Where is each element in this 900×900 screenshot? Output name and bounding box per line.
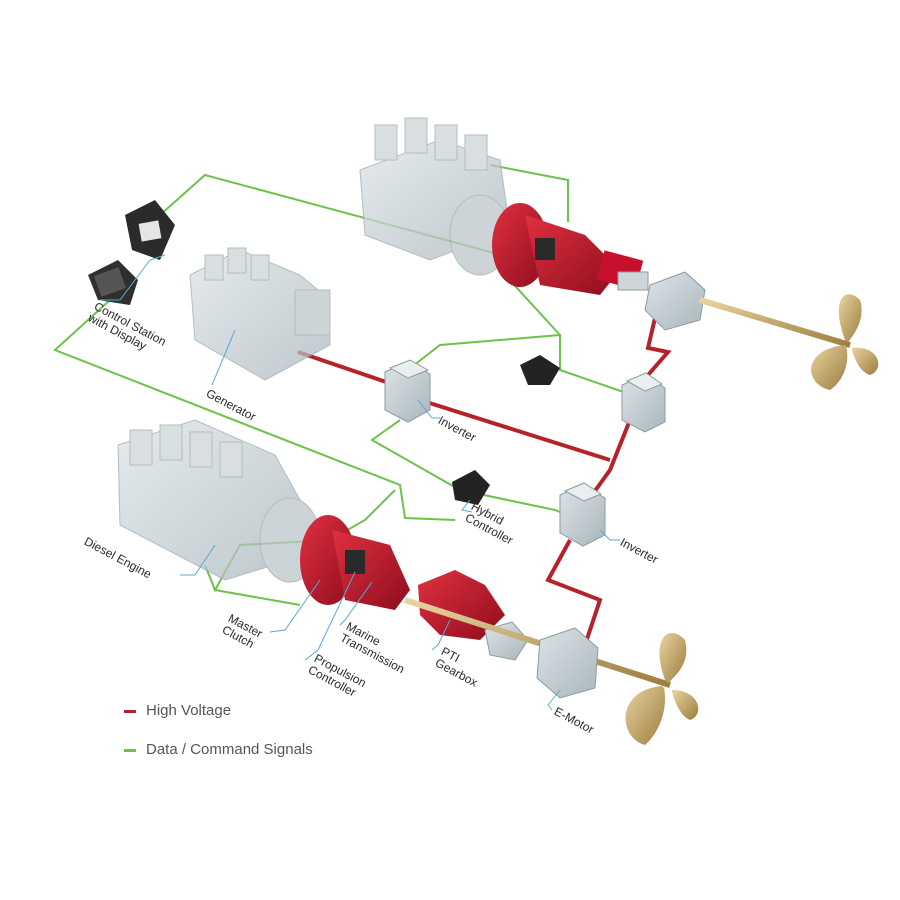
inverter-right	[622, 373, 665, 432]
inverter-bottom	[560, 483, 605, 546]
top-propeller-shaft	[700, 300, 850, 345]
signal-line-top-inverter	[395, 335, 632, 395]
legend-high-voltage-text: High Voltage	[146, 702, 231, 719]
bottom-diesel-engine	[118, 420, 320, 582]
hv-generator-inverter	[298, 352, 395, 385]
control-station	[88, 200, 175, 305]
inverter-top	[385, 360, 430, 422]
legend-data-signals-text: Data / Command Signals	[146, 741, 313, 758]
hybrid-controller	[452, 470, 490, 505]
top-diesel-engine	[360, 118, 510, 275]
controller-top	[520, 355, 560, 385]
generator	[190, 248, 330, 380]
legend-data-signals-swatch	[124, 749, 136, 752]
bottom-marine-transmission	[300, 515, 410, 610]
signal-line-bottom-clutch	[215, 590, 300, 605]
legend-high-voltage-swatch	[124, 710, 136, 713]
legend-data-signals: Data / Command Signals	[124, 741, 313, 758]
legend-high-voltage: High Voltage	[124, 702, 231, 719]
bottom-propeller	[625, 633, 698, 745]
top-marine-transmission	[492, 203, 648, 295]
